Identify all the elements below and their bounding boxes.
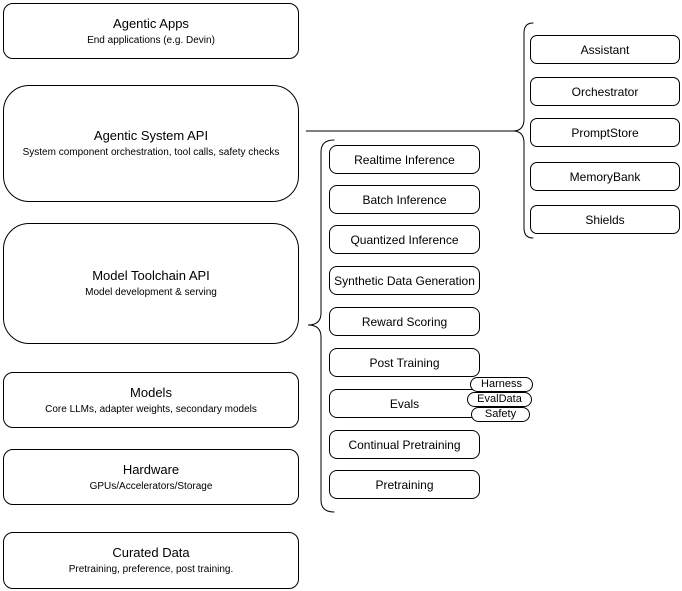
toolchain-item-reward-scoring: Reward Scoring <box>329 307 480 336</box>
system-component-shields: Shields <box>530 205 680 234</box>
toolchain-item-pretraining: Pretraining <box>329 470 480 499</box>
layer-models-title: Models <box>130 384 172 400</box>
layer-agentic-apps-title: Agentic Apps <box>113 15 189 31</box>
toolchain-item-batch-inference: Batch Inference <box>329 185 480 214</box>
layer-model-toolchain-api-subtitle: Model development & serving <box>85 287 217 298</box>
layer-agentic-system-api-title: Agentic System API <box>93 128 209 143</box>
toolchain-item-evals: Evals <box>329 389 480 418</box>
layer-agentic-apps: Agentic Apps End applications (e.g. Devi… <box>3 3 299 59</box>
layer-curated-data: Curated Data Pretraining, preference, po… <box>3 532 299 589</box>
toolchain-item-realtime-inference: Realtime Inference <box>329 145 480 174</box>
layer-hardware-subtitle: GPUs/Accelerators/Storage <box>89 480 213 492</box>
toolchain-item-continual-pretraining: Continual Pretraining <box>329 430 480 459</box>
layer-hardware: Hardware GPUs/Accelerators/Storage <box>3 449 299 505</box>
system-component-assistant: Assistant <box>530 35 680 64</box>
system-component-promptstore: PromptStore <box>530 118 680 147</box>
layer-agentic-system-api-subtitle: System component orchestration, tool cal… <box>22 147 280 158</box>
layer-model-toolchain-api-title: Model Toolchain API <box>92 268 210 283</box>
layer-hardware-title: Hardware <box>122 461 180 477</box>
toolchain-item-synthetic-data-generation: Synthetic Data Generation <box>329 266 480 295</box>
layer-models: Models Core LLMs, adapter weights, secon… <box>3 372 299 428</box>
toolchain-item-quantized-inference: Quantized Inference <box>329 225 480 254</box>
layer-agentic-system-api: Agentic System API System component orch… <box>3 85 299 202</box>
toolchain-item-post-training: Post Training <box>329 348 480 377</box>
layer-curated-data-subtitle: Pretraining, preference, post training. <box>68 564 234 575</box>
layer-model-toolchain-api: Model Toolchain API Model development & … <box>3 223 299 344</box>
system-component-memorybank: MemoryBank <box>530 162 680 191</box>
layer-agentic-apps-subtitle: End applications (e.g. Devin) <box>87 34 215 46</box>
evals-tag-harness: Harness <box>470 377 533 392</box>
evals-tag-evaldata: EvalData <box>467 392 532 407</box>
evals-tag-safety: Safety <box>471 407 530 422</box>
layer-models-subtitle: Core LLMs, adapter weights, secondary mo… <box>45 403 257 415</box>
system-component-orchestrator: Orchestrator <box>530 77 680 106</box>
layer-curated-data-title: Curated Data <box>112 545 190 560</box>
